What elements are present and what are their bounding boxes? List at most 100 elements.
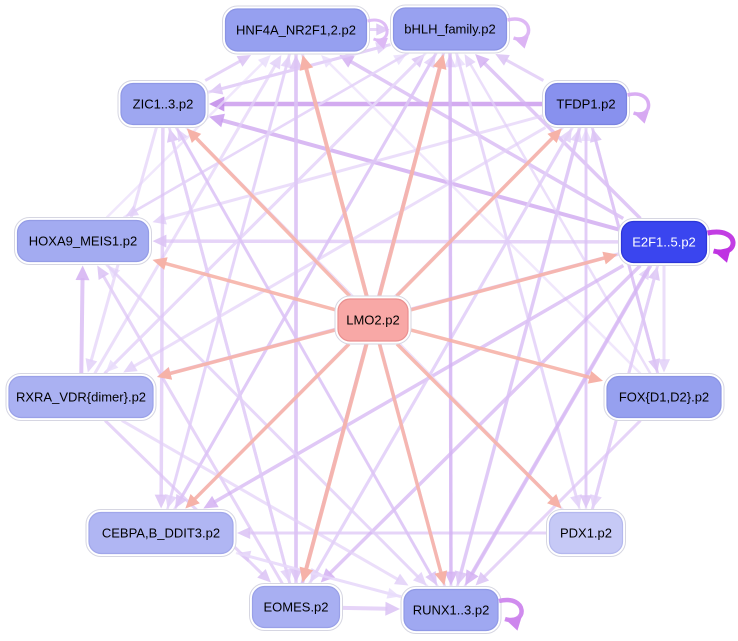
edge-E2F-CEBPA: [212, 263, 625, 505]
edge-LMO2-bHLH: [377, 65, 443, 297]
edge-ZIC-EOMES: [167, 127, 289, 573]
node-body: [8, 375, 154, 419]
arrowhead-TFDP1-PDX1: [579, 495, 593, 509]
arrowhead-RXRA-HNF4A: [269, 55, 282, 70]
node-RXRA[interactable]: RXRA_VDR{dimer}.p2: [5, 373, 157, 421]
arrowhead-LMO2-E2F: [602, 251, 618, 265]
arrowhead-LMO2-RUNX: [434, 570, 448, 586]
arrowhead-E2F-ZIC: [209, 113, 225, 128]
edge-TFDP1-EOMES: [314, 126, 574, 574]
edge-TFDP1-RUNX: [458, 127, 582, 575]
edge-RXRA-HOXA9: [79, 278, 85, 374]
arrowhead-ZIC-CEBPA: [154, 494, 168, 509]
arrowhead-E2F-RUNX: [465, 569, 479, 586]
arrowhead-HOXA9-RUNX: [412, 571, 427, 586]
node-body: [120, 82, 206, 126]
arrowhead-E2F-CEBPA: [203, 495, 219, 509]
edge-ZIC-CEBPA: [159, 127, 165, 497]
arrowhead-LMO2-FOX: [587, 370, 603, 384]
node-body: [544, 82, 628, 126]
arrowhead-E2F-bHLH: [475, 54, 490, 69]
arrowhead-HNF4A-CEBPA: [165, 494, 177, 509]
edge-bHLH-PDX1: [455, 52, 578, 499]
edge-FOX-RUNX: [482, 419, 642, 579]
arrowhead-LMO2-HNF4A: [299, 55, 314, 71]
arrowhead-E2F-HOXA9: [152, 234, 167, 248]
edge-LMO2-EOMES: [303, 343, 369, 571]
node-body: [606, 375, 722, 419]
node-HNF4A[interactable]: HNF4A_NR2F1,2.p2: [222, 5, 370, 55]
arrowhead-TFDP1-RUNX: [454, 570, 468, 586]
arrowhead-E2F-PDX1: [590, 494, 602, 509]
node-CEBPA[interactable]: CEBPA,B_DDIT3.p2: [85, 509, 237, 557]
arrowhead-TFDP1-RXRA: [123, 360, 138, 373]
edge-FOX-bHLH: [468, 62, 652, 375]
node-HOXA9[interactable]: HOXA9_MEIS1.p2: [14, 217, 152, 265]
edge-E2F-EOMES: [327, 264, 642, 576]
edge-LMO2-E2F: [410, 255, 607, 312]
arrowhead-TFDP1-bHLH: [495, 54, 510, 66]
arrowhead-LMO2-PDX1: [547, 494, 562, 509]
edge-E2F-bHLH: [482, 61, 642, 220]
node-body: [403, 588, 499, 632]
edge-LMO2-ZIC: [193, 135, 351, 298]
node-body: [224, 8, 368, 52]
edge-bHLH-CEBPA: [179, 52, 438, 500]
node-body: [337, 298, 409, 342]
node-ZIC[interactable]: ZIC1..3.p2: [117, 80, 209, 128]
edge-CEBPA-RUNX: [235, 551, 391, 595]
self-loops-layer: [367, 17, 736, 631]
edge-LMO2-HOXA9: [163, 261, 336, 312]
edge-RXRA-EOMES: [104, 419, 264, 576]
arrowhead-EOMES-RUNX: [385, 601, 400, 616]
arrowhead-LMO2-TFDP1: [547, 128, 562, 143]
edge-LMO2-PDX1: [395, 342, 555, 502]
hub-edges-layer: [152, 54, 618, 586]
arrowhead-EOMES-HOXA9: [97, 265, 110, 280]
edge-EOMES-RUNX: [342, 605, 388, 611]
self-loop-bHLH: [507, 17, 531, 41]
arrowhead-bHLH-RUNX: [444, 571, 458, 586]
arrowhead-TFDP1-ZIC: [209, 96, 225, 112]
node-body: [16, 219, 150, 263]
node-TFDP1[interactable]: TFDP1.p2: [542, 80, 630, 128]
arrowhead-bHLH-RXRA: [105, 359, 119, 373]
node-FOX[interactable]: FOX{D1,D2}.p2: [603, 373, 725, 421]
node-body: [392, 7, 508, 51]
arrowhead-HNF4A-EOMES: [289, 568, 303, 583]
node-EOMES[interactable]: EOMES.p2: [249, 583, 343, 631]
node-bHLH[interactable]: bHLH_family.p2: [390, 4, 510, 54]
edge-HNF4A-CEBPA: [169, 53, 292, 499]
node-E2F[interactable]: E2F1..5.p2: [618, 218, 710, 266]
self-loop-TFDP1: [627, 92, 651, 116]
node-LMO2[interactable]: LMO2.p2: [334, 295, 412, 345]
edge-HOXA9-RUNX: [105, 263, 420, 579]
self-loop-arrowhead-bHLH: [513, 36, 529, 49]
arrowhead-bHLH-PDX1: [570, 494, 582, 509]
node-RUNX[interactable]: RUNX1..3.p2: [400, 586, 502, 634]
arrowhead-RXRA-HOXA9: [75, 265, 90, 281]
arrowhead-TFDP1-HOXA9: [152, 212, 167, 225]
arrowhead-RXRA-EOMES: [257, 568, 271, 583]
node-body: [251, 585, 341, 629]
arrowhead-RXRA-RUNX: [393, 573, 409, 586]
arrowhead-bHLH-CEBPA: [175, 494, 187, 509]
edge-LMO2-RXRA: [168, 328, 336, 376]
edge-RXRA-RUNX: [121, 419, 400, 582]
arrowhead-E2F-FOX: [657, 359, 671, 373]
edge-E2F-HNF4A: [348, 59, 625, 221]
arrowhead-ZIC-bHLH: [375, 42, 390, 55]
edge-bHLH-RUNX: [448, 52, 453, 574]
self-loop-arrowhead-HNF4A: [373, 37, 388, 50]
arrowhead-ZIC-RUNX: [425, 571, 438, 586]
edge-ZIC-bHLH: [207, 46, 380, 94]
node-PDX1[interactable]: PDX1.p2: [546, 509, 626, 557]
arrowhead-E2F-EOMES: [320, 568, 336, 583]
edge-LMO2-CEBPA: [192, 342, 351, 502]
edge-RXRA-HNF4A: [93, 63, 277, 375]
edge-FOX-HNF4A: [327, 61, 642, 375]
edge-E2F-RUNX: [469, 264, 653, 576]
arrowhead-HNF4A-bHLH: [376, 23, 390, 36]
